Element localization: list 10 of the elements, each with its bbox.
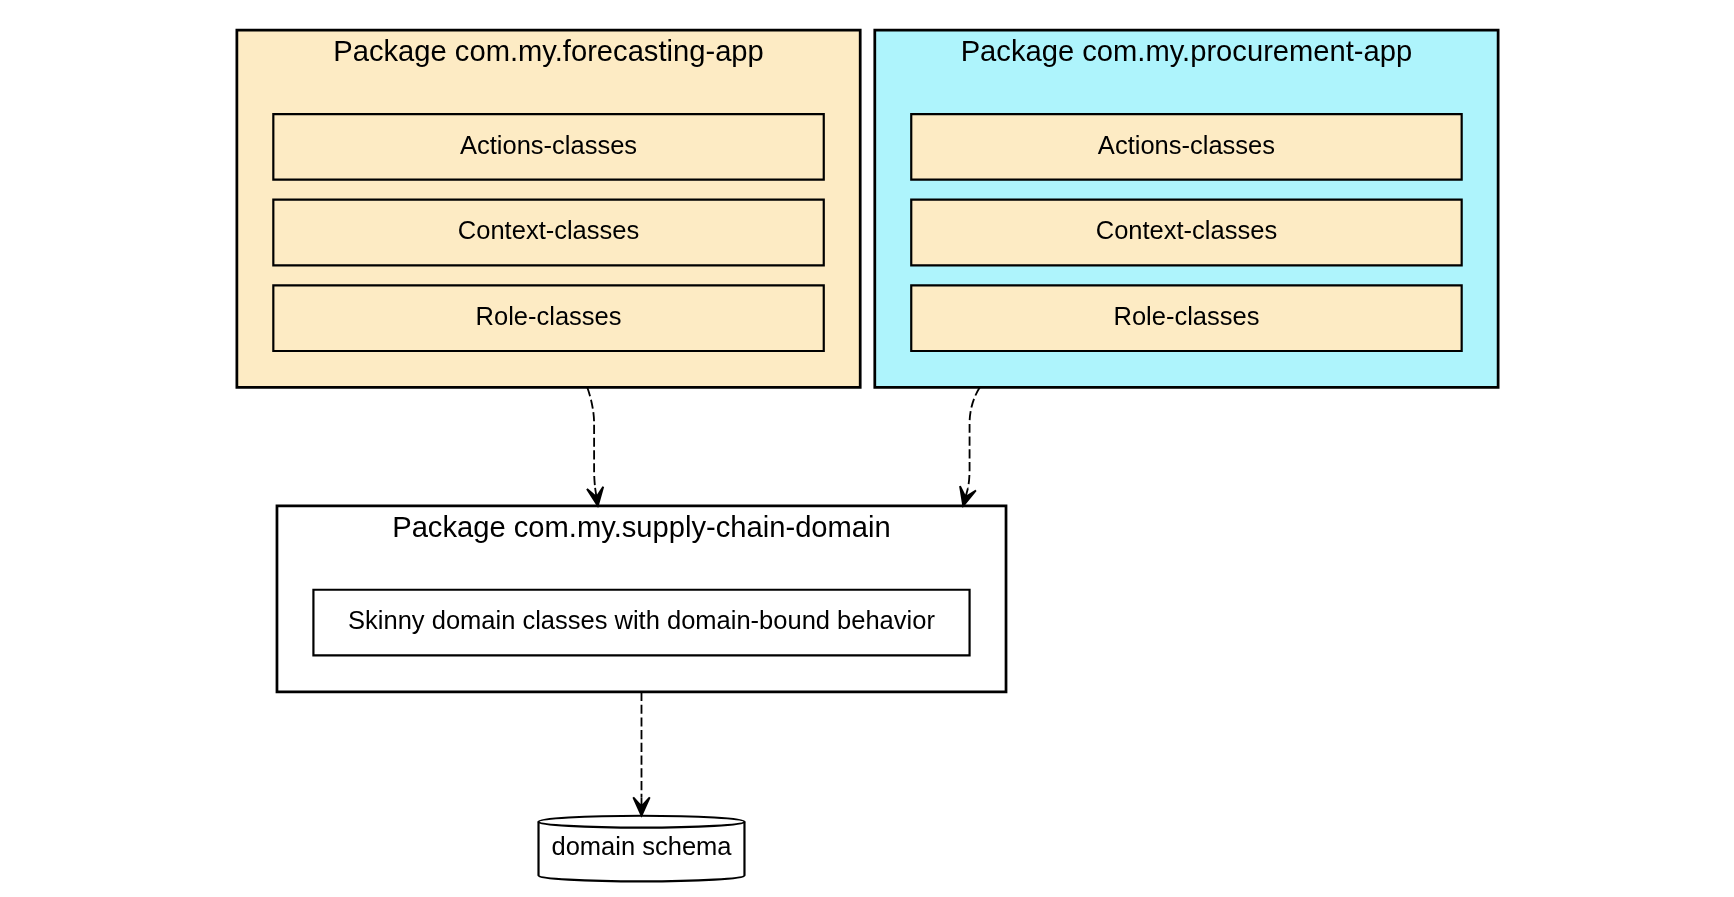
node-box: Context-classes [909, 198, 1463, 267]
node-box: Skinny domain classes with domain-bound behavior [311, 588, 971, 657]
node-box: Context-classes [271, 198, 825, 267]
node-box: Role-classes [909, 284, 1463, 353]
node-box: Actions-classes [909, 112, 1463, 181]
arrow [958, 386, 981, 507]
arrow [631, 690, 651, 817]
node-box: Role-classes [271, 284, 825, 353]
arrow [585, 386, 604, 507]
node-box: Actions-classes [271, 112, 825, 181]
